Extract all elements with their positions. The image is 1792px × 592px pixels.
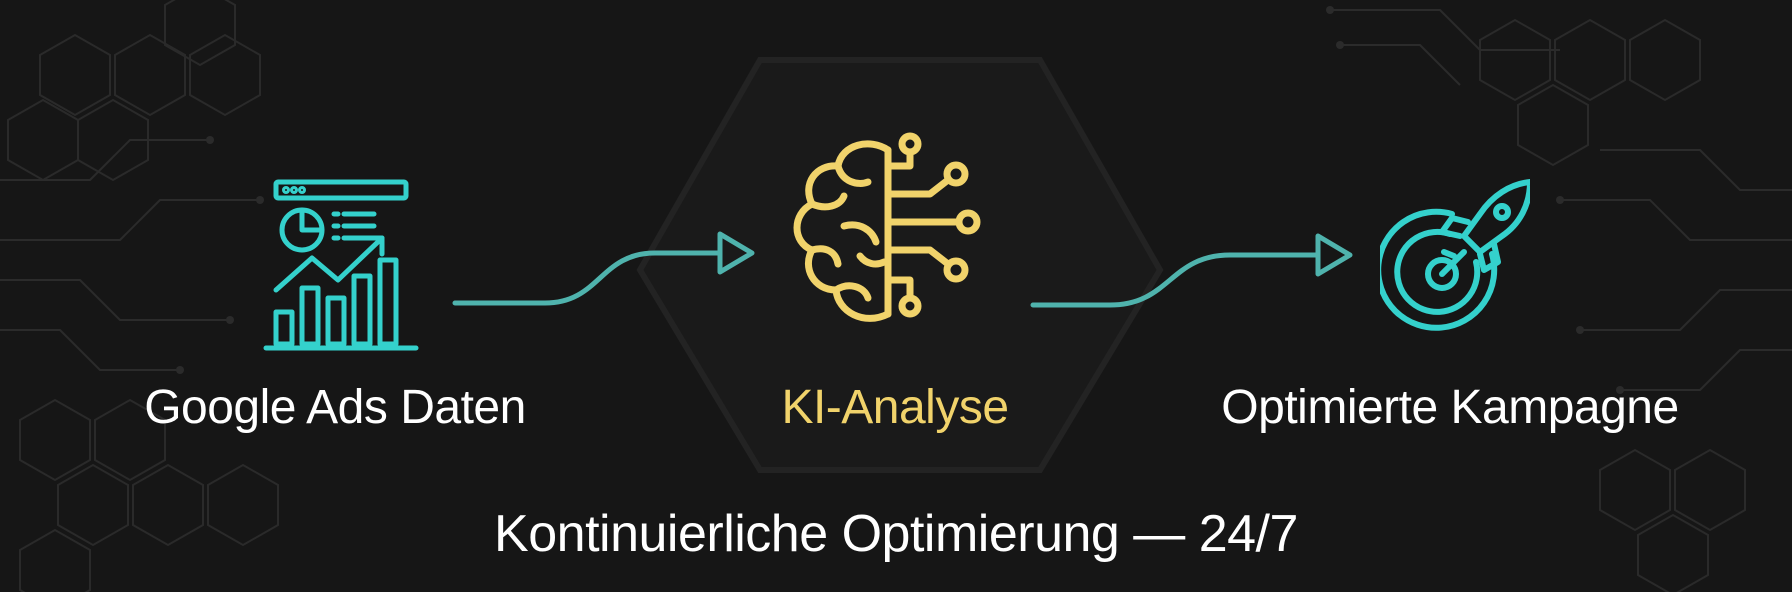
- step-label-ai-analysis: KI-Analyse: [781, 381, 1009, 434]
- analytics-dashboard-icon: [263, 179, 419, 351]
- arrow-left: [452, 250, 723, 306]
- arrowhead-left: [717, 231, 755, 275]
- arrowhead-right: [1315, 233, 1353, 277]
- arrow-right: [1030, 252, 1321, 308]
- rocket-target-icon: [1380, 179, 1530, 331]
- step-label-google-ads-data: Google Ads Daten: [144, 381, 526, 434]
- footer-tagline: Kontinuierliche Optimierung — 24/7: [494, 505, 1298, 563]
- ai-brain-circuit-icon: [793, 132, 981, 322]
- step-label-optimized-campaign: Optimierte Kampagne: [1221, 381, 1679, 434]
